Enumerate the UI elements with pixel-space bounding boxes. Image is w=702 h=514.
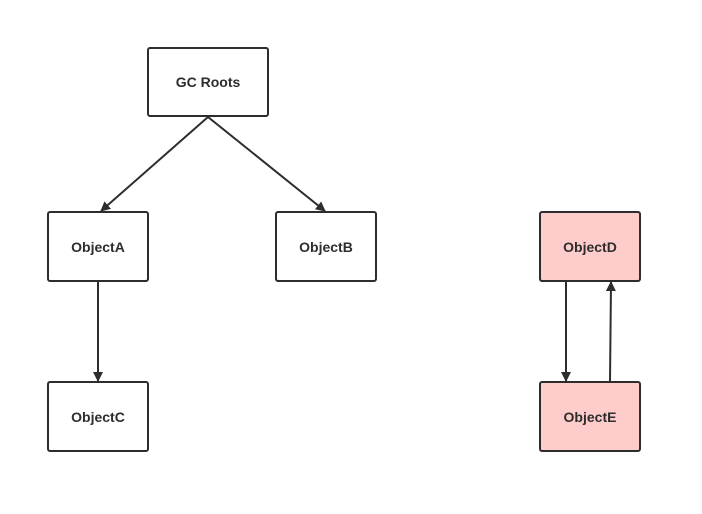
node-object-d: ObjectD <box>539 211 641 282</box>
edge-gc-roots-to-object-b <box>207 116 326 212</box>
node-object-b-label: ObjectB <box>299 238 353 255</box>
node-object-e-label: ObjectE <box>563 408 617 425</box>
node-object-c-label: ObjectC <box>71 408 125 425</box>
node-object-a: ObjectA <box>47 211 149 282</box>
edge-object-e-to-object-d <box>605 281 616 382</box>
node-gc-roots: GC Roots <box>147 47 269 117</box>
node-object-c: ObjectC <box>47 381 149 452</box>
node-object-e: ObjectE <box>539 381 641 452</box>
node-object-b: ObjectB <box>275 211 377 282</box>
node-object-a-label: ObjectA <box>71 238 125 255</box>
node-gc-roots-label: GC Roots <box>175 74 241 90</box>
node-object-d-label: ObjectD <box>563 238 617 255</box>
edge-gc-roots-to-object-a <box>100 116 209 212</box>
